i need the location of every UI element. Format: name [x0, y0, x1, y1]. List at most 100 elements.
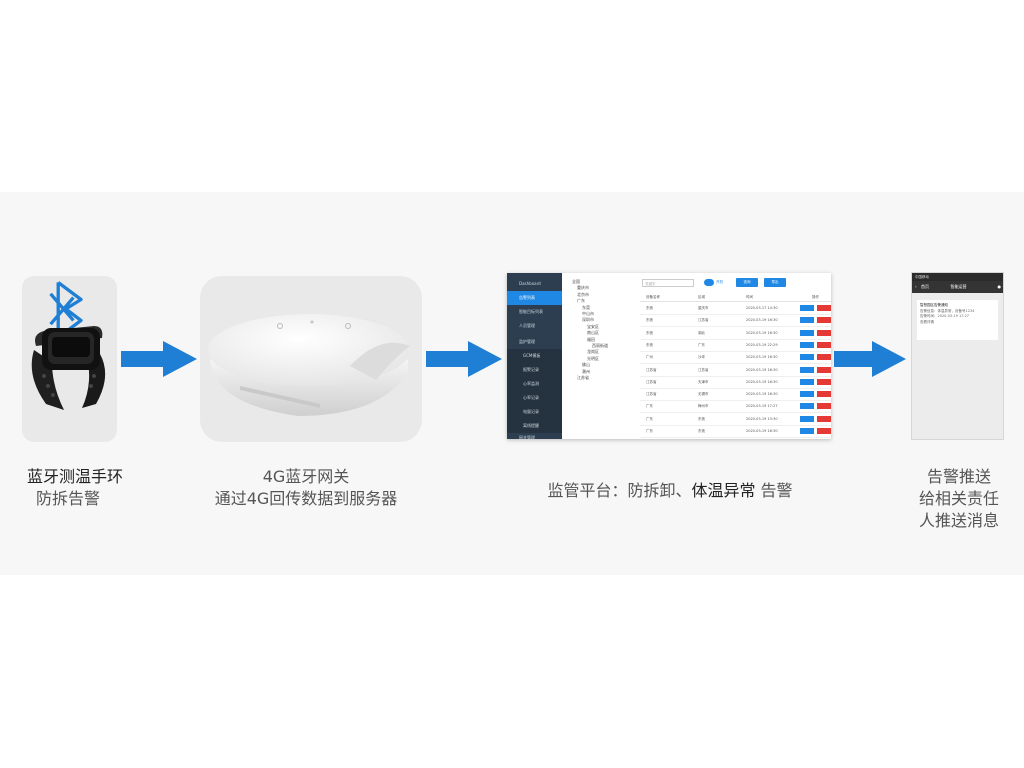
step3-caption: 监管平台：防拆卸、体温异常 告警 [500, 480, 840, 502]
column-header: 时间 [746, 295, 753, 299]
step1-title: 蓝牙测温手环 [26, 467, 123, 486]
table-cell: 2020-03-19 16:30 [746, 318, 778, 323]
export-button: 导出 [764, 278, 786, 287]
table-cell: 江苏省 [646, 367, 657, 372]
table-cell: 东莞 [646, 306, 653, 310]
query-button: 查询 [736, 278, 758, 287]
arrow-right-icon [121, 341, 197, 377]
edit-button [800, 415, 814, 422]
sidebar-item-active: 告警列表 [507, 291, 562, 305]
tree-node: 深圳市 [582, 317, 594, 323]
table-cell: 2020-03-19 16:30 [746, 379, 778, 384]
notification-link: 查看详情 [920, 319, 934, 324]
table-cell: 2020-03-19 13:30 [746, 416, 778, 421]
column-header: 设备名称 [646, 295, 660, 299]
phone-screenshot: 中国移动 ‹ 首页 智能运营 ● 智慧园区告警通知 告警信息：体温异常，设备号1… [911, 272, 1004, 440]
tree-node: 重庆市 [577, 285, 589, 291]
edit-button [800, 403, 814, 410]
tree-node: 宝安区 [587, 323, 599, 329]
table-cell: 广东 [646, 429, 653, 433]
sidebar-item: GCM模板 [507, 349, 562, 363]
step2-caption: 4G蓝牙网关 通过4G回传数据到服务器 [186, 466, 426, 510]
step3-bold: 体温异常 [691, 481, 756, 500]
tree-node: 佛山 [582, 362, 590, 368]
table-cell: 梅州市 [698, 404, 709, 409]
table-cell: 2020-03-19 16:30 [746, 355, 778, 360]
tree-node: 西丽街道 [592, 343, 608, 349]
chevron-left-icon: ‹ [915, 284, 917, 289]
table-cell: 东莞 [646, 342, 653, 347]
sidebar-item: 智能目标列表 [519, 309, 543, 314]
table-cell: 天津市 [698, 379, 709, 384]
search-input: 关键字 [642, 279, 694, 287]
edit-button [800, 341, 814, 348]
sidebar-item: 离线提醒 [507, 419, 562, 433]
tree-node: 全国 [572, 279, 580, 284]
wristband-image [31, 326, 106, 410]
table-row: 东莞 重庆市 2020-03-17 14:30 [640, 302, 831, 315]
table-cell: 东莞 [646, 330, 653, 335]
edit-button [800, 378, 814, 385]
column-header: 操作 [812, 295, 819, 299]
edit-button [800, 305, 814, 311]
step3-suffix: 告警 [755, 481, 793, 500]
delete-button [817, 305, 831, 311]
step4-caption: 告警推送 给相关责任 人推送消息 [900, 466, 1018, 532]
table-cell: 2020-03-19 16:30 [746, 330, 778, 335]
notification-card: 智慧园区告警通知 告警信息：体温异常，设备号1234 告警时间：2020-03-… [917, 300, 998, 340]
delete-button [817, 403, 831, 410]
gateway-image [208, 314, 410, 416]
table-cell: 江苏省 [698, 367, 709, 372]
person-icon: ● [997, 284, 1002, 289]
table-cell: 2020-03-19 16:30 [746, 392, 778, 397]
tree-node: 潮州 [582, 368, 590, 374]
delete-button [817, 317, 831, 324]
edit-button [800, 428, 814, 434]
phone-nav-bar: ‹ 首页 智能运营 ● [912, 281, 1003, 293]
phone-back-label: 首页 [921, 284, 929, 289]
table-cell: 2020-03-19 16:30 [746, 429, 778, 433]
tree-node: 北京市 [577, 291, 589, 297]
tree-node: 东莞 [582, 304, 590, 310]
edit-button [800, 329, 814, 336]
table-cell: 2020-03-19 17:27 [746, 404, 778, 409]
table-cell: 广东 [698, 342, 705, 347]
delete-button [817, 341, 831, 348]
toggle-switch [704, 279, 714, 286]
wristband-panel [22, 276, 117, 442]
tree-node: 中山市 [582, 311, 594, 317]
sidebar-item: 监护管理 [519, 339, 535, 344]
sidebar-item: Dashboard [519, 281, 541, 286]
notification-line: 告警信息：体温异常，设备号1234 [920, 308, 975, 313]
edit-button [800, 391, 814, 398]
table-cell: 广州 [646, 355, 653, 360]
dashboard-sidebar: Dashboard 告警列表 智能目标列表 人员管理 监护管理 GCM模板 报警… [507, 273, 562, 439]
tree-node: 南山区 [587, 330, 599, 336]
region-tree: 全国 重庆市 北京市 广东 东莞 中山市 深圳市 宝安区 南山区 福田 西丽街道… [572, 279, 640, 382]
step1-subtitle: 防拆告警 [36, 489, 101, 508]
step4-line1: 告警推送 [926, 467, 991, 486]
edit-button [800, 354, 814, 361]
table-cell: 湖北 [698, 330, 705, 335]
table-header: 设备名称 区域 时间 操作 [640, 293, 831, 302]
table-cell: 重庆市 [698, 306, 709, 310]
delete-button [817, 378, 831, 385]
table-cell: 2020-03-17 14:30 [746, 306, 778, 310]
delete-button [817, 354, 831, 361]
sidebar-item: 人员管理 [519, 323, 535, 328]
phone-title: 智能运营 [950, 284, 967, 289]
tree-node: 广东 [577, 298, 585, 304]
delete-button [817, 415, 831, 422]
tree-node: 光明区 [587, 355, 599, 361]
sidebar-item: 心率记录 [507, 391, 562, 405]
table-cell: 东莞 [698, 416, 705, 421]
delete-button [817, 391, 831, 398]
delete-button [817, 329, 831, 336]
